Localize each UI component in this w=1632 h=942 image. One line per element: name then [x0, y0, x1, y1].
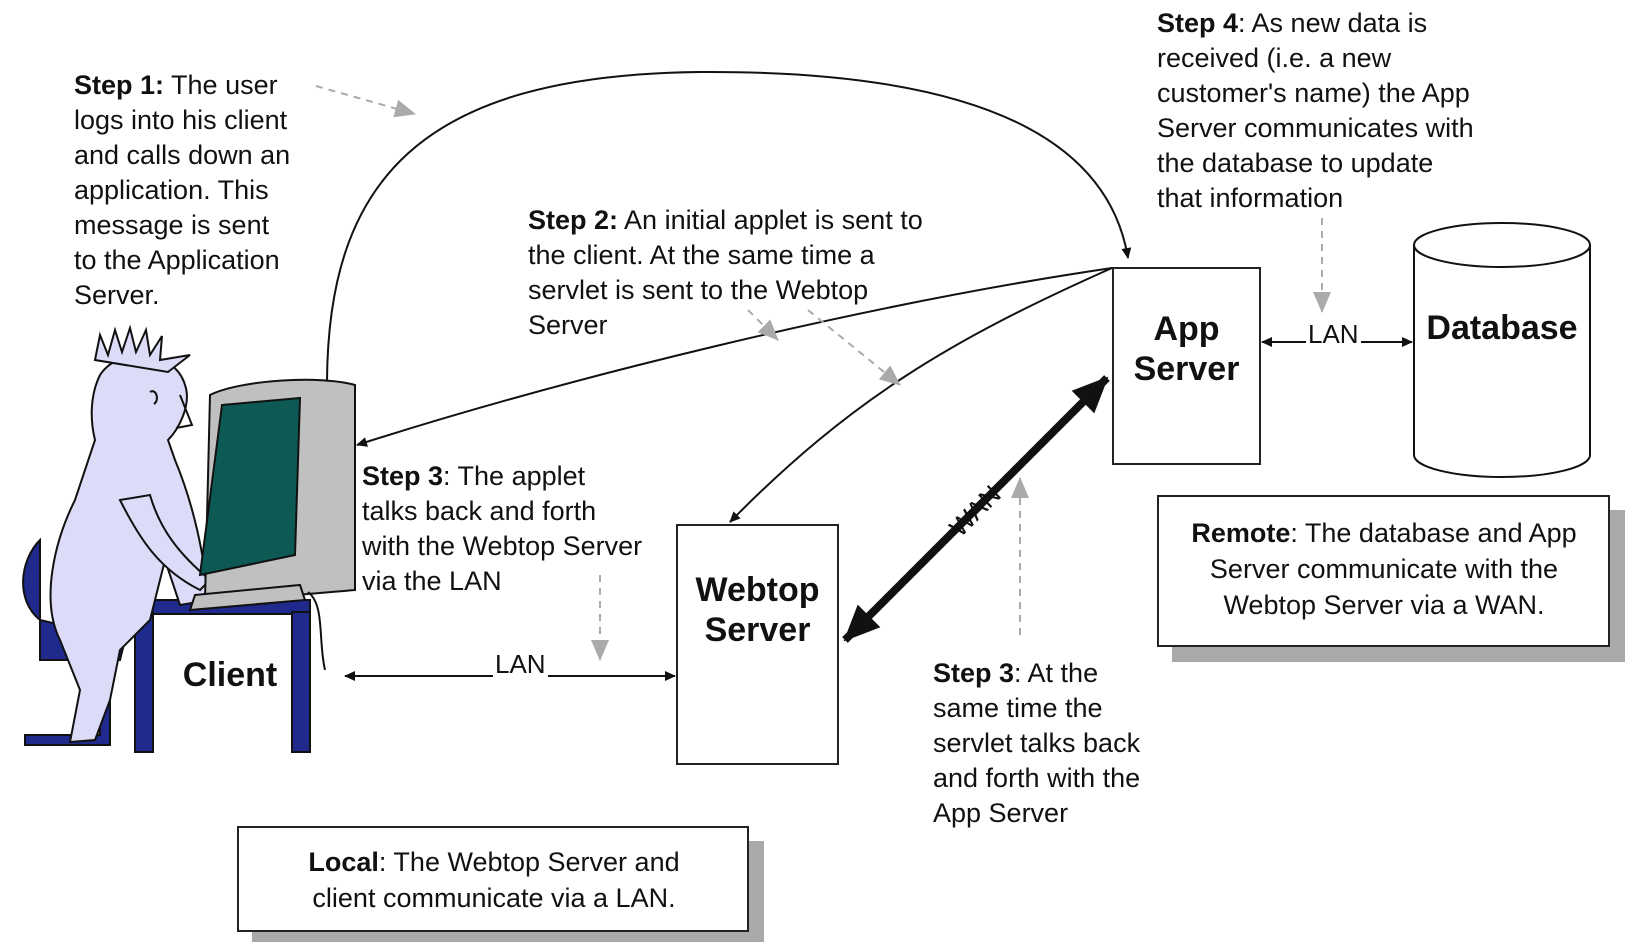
app-server-label: App Server: [1133, 310, 1240, 388]
login-arc-arrow: [325, 70, 1132, 393]
applet-arrow: [356, 267, 1113, 447]
step2-label: Step 2:: [528, 205, 619, 235]
servlet-arrow: [729, 267, 1113, 523]
webtop-server-label: Webtop Server: [695, 571, 820, 649]
lan-app-database-label: LAN: [1306, 319, 1361, 349]
step1-label: Step 1:: [74, 70, 165, 100]
client-user-illustration: [22, 324, 356, 753]
step2-text: An initial applet is sent to the client.…: [528, 205, 923, 340]
step4-note: Step 4: As new data is received (i.e. a …: [1157, 6, 1537, 216]
step2-note: Step 2: An initial applet is sent to the…: [528, 203, 988, 343]
step3-servlet-label: Step 3: [933, 658, 1015, 688]
local-caption-box: Local: The Webtop Server and client comm…: [237, 826, 749, 932]
remote-caption-box: Remote: The database and App Server comm…: [1157, 495, 1610, 647]
step4-text: : As new data is received (i.e. a new cu…: [1157, 8, 1474, 213]
step3-client-label: Step 3: [362, 461, 444, 491]
remote-caption-text: : The database and App Server communicat…: [1209, 518, 1577, 620]
app-server-box: App Server: [1112, 267, 1261, 465]
database-label: Database: [1426, 309, 1578, 347]
step3-client-note: Step 3: The applet talks back and forth …: [362, 459, 692, 599]
local-caption-label: Local: [308, 847, 379, 877]
step1-pointer: [315, 85, 416, 118]
step4-label: Step 4: [1157, 8, 1239, 38]
remote-caption: Remote: The database and App Server comm…: [1169, 515, 1599, 623]
step2-pointer-webtop: [807, 309, 901, 386]
step1-text: The user logs into his client and calls …: [74, 70, 291, 310]
remote-caption-label: Remote: [1191, 518, 1291, 548]
webtop-server-box: Webtop Server: [676, 524, 839, 765]
step3-servlet-text: : At the same time the servlet talks bac…: [933, 658, 1141, 828]
local-caption-text: : The Webtop Server and client communica…: [312, 847, 680, 913]
step3-servlet-note: Step 3: At the same time the servlet tal…: [933, 656, 1193, 831]
local-caption: Local: The Webtop Server and client comm…: [249, 844, 739, 916]
wan-webtop-app-arrow: [842, 375, 1110, 643]
step3-client-text: : The applet talks back and forth with t…: [362, 461, 643, 596]
database-cylinder: [1413, 222, 1591, 478]
step1-note: Step 1: The user logs into his client an…: [74, 68, 334, 313]
lan-client-webtop-label: LAN: [493, 649, 548, 679]
client-label: Client: [182, 656, 278, 694]
